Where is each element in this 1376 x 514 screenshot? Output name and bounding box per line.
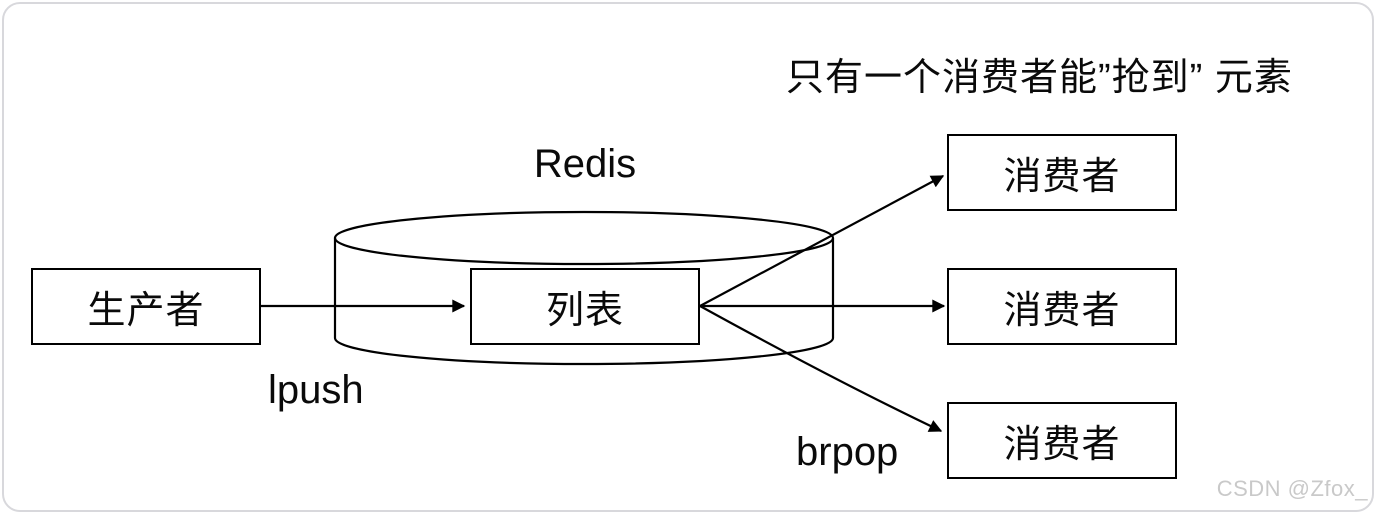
producer-label: 生产者 [87, 290, 205, 332]
redis-cylinder-shape [333, 210, 835, 366]
consumer-label-3: 消费者 [1003, 424, 1121, 466]
list-box: 列表 [470, 268, 700, 345]
producer-box: 生产者 [31, 268, 261, 345]
consumer-label-2: 消费者 [1003, 290, 1121, 332]
list-label: 列表 [545, 290, 624, 332]
cylinder-top-ellipse [333, 210, 835, 266]
arrow-to-consumer-3 [699, 305, 943, 432]
consumer-box-1: 消费者 [947, 134, 1177, 211]
consumer-box-2: 消费者 [947, 268, 1177, 345]
watermark-text: CSDN @Zfox_ [1216, 476, 1368, 501]
redis-label: Redis [533, 142, 637, 186]
consumer-box-3: 消费者 [947, 402, 1177, 479]
lpush-label: lpush [268, 368, 364, 412]
arrow-to-consumer-1 [699, 175, 945, 307]
brpop-label: brpop [796, 430, 899, 474]
cylinder-body [333, 238, 835, 366]
annotation-text: 只有一个消费者能”抢到” 元素 [786, 57, 1293, 99]
consumer-label-1: 消费者 [1003, 156, 1121, 198]
